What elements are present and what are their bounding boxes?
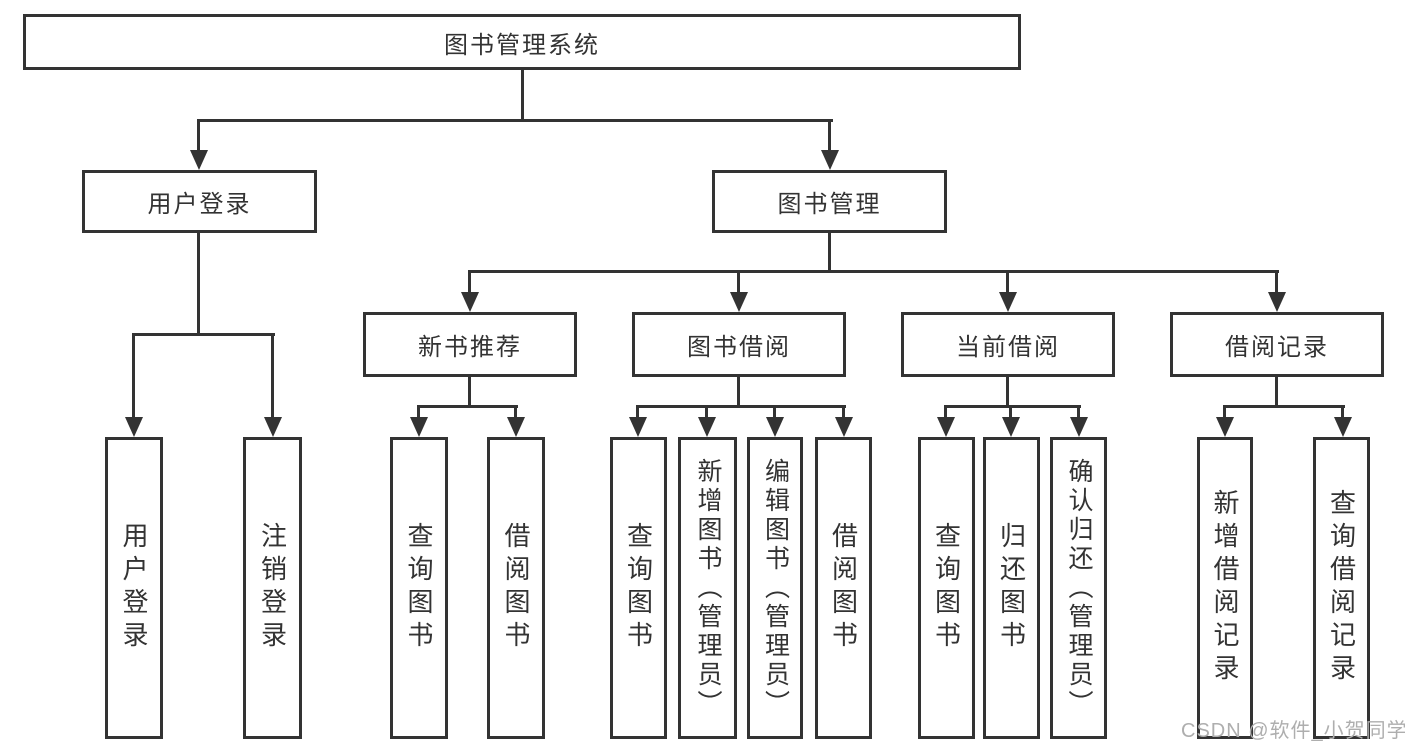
node-label-leaf-logout: 注销登录 (257, 522, 288, 654)
node-leaf-borrow-books-borrowing: 借阅图书 (815, 437, 872, 739)
node-leaf-add-borrow-record: 新增借阅记录 (1197, 437, 1253, 739)
csdn-watermark: CSDN @软件_小贺同学 (1181, 720, 1405, 742)
node-borrowing-records: 借阅记录 (1170, 312, 1384, 377)
arrowhead-down-icon (998, 292, 1017, 312)
connector-line-vertical (1341, 408, 1344, 420)
node-label-leaf-borrow-books-borrowing: 借阅图书 (828, 522, 859, 654)
connector-line-vertical (521, 70, 524, 122)
node-label-book-borrowing: 图书借阅 (687, 334, 791, 361)
node-current-borrowing: 当前借阅 (901, 312, 1115, 377)
connector-line-horizontal (944, 405, 1081, 408)
node-new-book-recommend: 新书推荐 (363, 312, 577, 377)
node-user-login: 用户登录 (82, 170, 317, 233)
node-label-leaf-return-books: 归还图书 (996, 522, 1027, 654)
connector-line-horizontal (468, 270, 1279, 273)
connector-line-vertical (468, 273, 471, 293)
arrowhead-down-icon (697, 417, 716, 437)
arrowhead-down-icon (765, 417, 784, 437)
connector-line-vertical (737, 273, 740, 293)
arrowhead-down-icon (834, 417, 853, 437)
arrowhead-down-icon (263, 417, 282, 437)
connector-line-vertical (705, 408, 708, 420)
connector-line-vertical (1275, 273, 1278, 293)
connector-line-vertical (828, 122, 831, 152)
arrowhead-down-icon (729, 292, 748, 312)
node-label-leaf-confirm-return-admin: 确认归还（管理员） (1065, 457, 1093, 719)
node-label-leaf-user-login: 用户登录 (119, 522, 149, 654)
arrowhead-down-icon (409, 417, 428, 437)
connector-line-vertical (1223, 408, 1226, 420)
connector-line-vertical (514, 408, 517, 420)
connector-line-vertical (1275, 377, 1278, 408)
connector-line-horizontal (417, 405, 518, 408)
node-label-new-book-recommend: 新书推荐 (418, 334, 522, 361)
node-label-leaf-edit-books-admin: 编辑图书（管理员） (761, 457, 790, 719)
node-label-leaf-query-books-current: 查询图书 (931, 522, 962, 654)
node-label-root: 图书管理系统 (444, 31, 600, 59)
arrowhead-down-icon (820, 150, 839, 170)
node-leaf-query-books-current: 查询图书 (918, 437, 975, 739)
connector-line-vertical (1006, 273, 1009, 293)
node-label-book-management: 图书管理 (777, 191, 882, 218)
node-leaf-query-books-recommend: 查询图书 (390, 437, 448, 739)
node-leaf-return-books: 归还图书 (983, 437, 1040, 739)
node-leaf-add-books-admin: 新增图书（管理员） (678, 437, 737, 739)
connector-line-vertical (944, 408, 947, 420)
connector-line-vertical (132, 336, 135, 418)
node-label-current-borrowing: 当前借阅 (956, 334, 1060, 361)
arrowhead-down-icon (1267, 292, 1286, 312)
node-label-leaf-query-books-recommend: 查询图书 (404, 522, 434, 654)
node-book-management: 图书管理 (712, 170, 947, 233)
arrowhead-down-icon (628, 417, 647, 437)
arrowhead-down-icon (936, 417, 955, 437)
node-label-leaf-query-borrow-record: 查询借阅记录 (1326, 489, 1357, 687)
node-label-user-login: 用户登录 (147, 191, 252, 218)
node-label-borrowing-records: 借阅记录 (1225, 334, 1329, 361)
arrowhead-down-icon (1001, 417, 1020, 437)
connector-line-horizontal (197, 119, 833, 122)
connector-line-vertical (636, 408, 639, 420)
arrowhead-down-icon (124, 417, 143, 437)
connector-line-vertical (828, 233, 831, 273)
node-leaf-user-login: 用户登录 (105, 437, 163, 739)
arrowhead-down-icon (506, 417, 525, 437)
arrowhead-down-icon (1215, 417, 1234, 437)
arrowhead-down-icon (1333, 417, 1352, 437)
connector-line-vertical (417, 408, 420, 420)
connector-line-vertical (271, 336, 274, 418)
connector-line-vertical (737, 377, 740, 408)
connector-line-vertical (197, 122, 200, 152)
arrowhead-down-icon (1069, 417, 1088, 437)
connector-line-horizontal (132, 333, 275, 336)
connector-line-vertical (468, 377, 471, 408)
connector-line-vertical (773, 408, 776, 420)
connector-line-vertical (842, 408, 845, 420)
node-book-borrowing: 图书借阅 (632, 312, 846, 377)
arrowhead-down-icon (460, 292, 479, 312)
node-label-leaf-query-books-borrowing: 查询图书 (623, 522, 654, 654)
node-label-leaf-borrow-books-recommend: 借阅图书 (501, 522, 531, 654)
node-leaf-query-borrow-record: 查询借阅记录 (1313, 437, 1370, 739)
node-leaf-edit-books-admin: 编辑图书（管理员） (747, 437, 803, 739)
node-leaf-confirm-return-admin: 确认归还（管理员） (1050, 437, 1107, 739)
connector-line-vertical (197, 233, 200, 336)
node-leaf-borrow-books-recommend: 借阅图书 (487, 437, 545, 739)
connector-line-horizontal (1223, 405, 1345, 408)
connector-line-vertical (1009, 408, 1012, 420)
node-root: 图书管理系统 (23, 14, 1021, 70)
connector-line-vertical (1006, 377, 1009, 408)
arrowhead-down-icon (189, 150, 208, 170)
connector-line-horizontal (636, 405, 846, 408)
connector-line-vertical (1077, 408, 1080, 420)
node-leaf-logout: 注销登录 (243, 437, 302, 739)
node-label-leaf-add-borrow-record: 新增借阅记录 (1210, 489, 1240, 687)
node-label-leaf-add-books-admin: 新增图书（管理员） (694, 457, 722, 719)
node-leaf-query-books-borrowing: 查询图书 (610, 437, 667, 739)
